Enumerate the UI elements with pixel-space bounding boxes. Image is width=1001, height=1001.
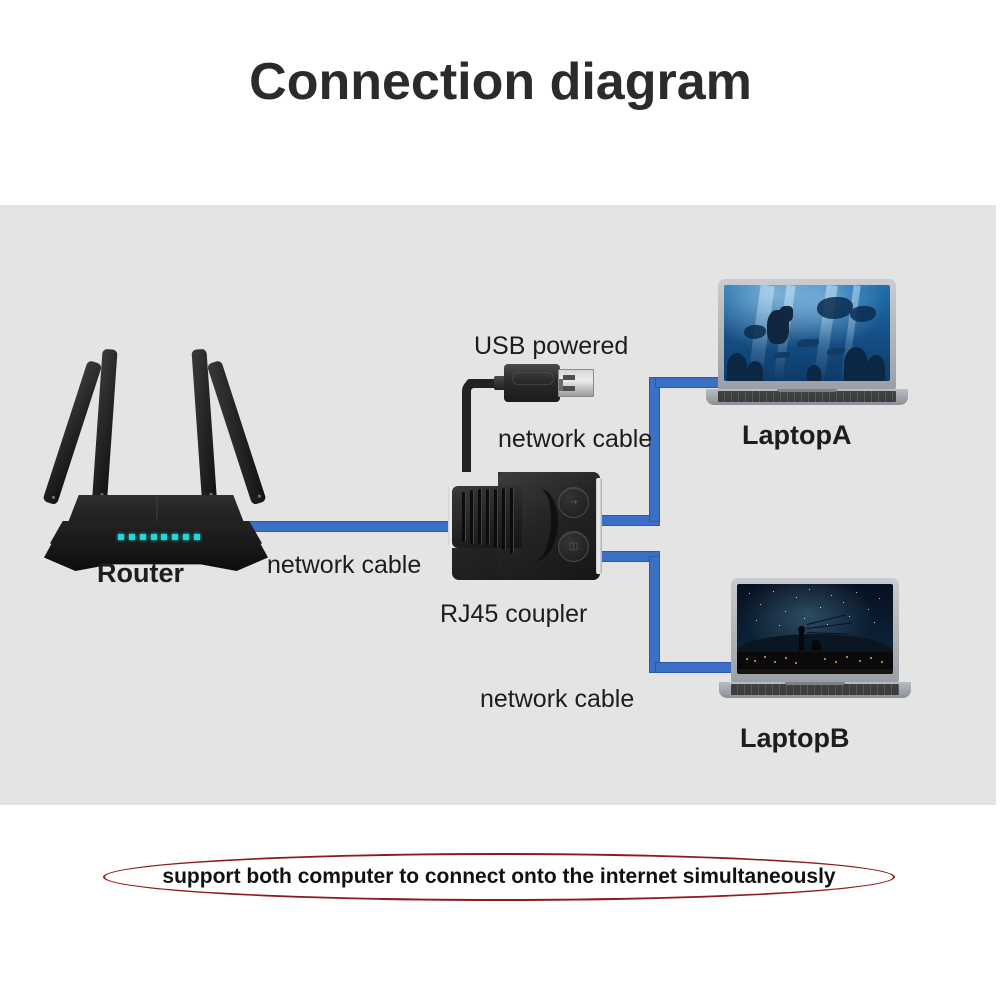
label-laptop-a: LaptopA [742,420,852,450]
label-usb-powered: USB powered [474,332,629,360]
usb-cable-ferrule [494,376,506,390]
coupler-left-port-metal [448,486,454,546]
laptop-a-wallpaper [724,285,890,381]
laptop-a-lid [718,279,896,389]
laptop-a-base [706,389,908,405]
page-title: Connection diagram [249,53,752,111]
laptop-b-lid [731,578,899,682]
laptop-b-base [719,682,911,698]
laptop-a-keyboard [718,391,896,402]
router-facet-line [156,495,158,539]
label-network-cable-bottom: network cable [480,685,635,713]
usb-cable-vertical [462,388,471,480]
cable-coupler-to-laptopb-segment2 [649,556,660,673]
usb-connector-shell [504,364,560,402]
coupler-port-top-icon: ➝ [558,487,589,518]
usb-cable-horizontal [466,379,516,388]
laptop-b-screen [737,584,893,674]
coupler-port-bottom-icon: ◫ [558,531,589,562]
laptop-b-keyboard [730,684,900,695]
laptop-b-wallpaper [737,584,893,674]
router-device [30,345,310,571]
caption-text: support both computer to connect onto th… [162,865,836,888]
label-laptop-b: LaptopB [740,723,850,753]
laptop-b-city [737,652,893,669]
cable-coupler-to-laptopa-segment3 [655,377,727,388]
rj45-coupler-device: ➝ ◫ [444,472,602,580]
laptop-a-device [706,279,908,405]
laptop-b-device [719,578,911,698]
usb-a-connector [494,364,594,402]
laptop-a-screen [724,285,890,381]
cable-coupler-to-laptopb-segment3 [655,662,733,673]
cable-coupler-to-laptopa-segment2 [649,377,660,522]
usb-metal-plug [558,369,594,397]
laptop-b-base-notch [785,682,845,685]
caption-banner: support both computer to connect onto th… [103,853,895,901]
label-network-cable-left: network cable [267,551,422,579]
label-router: Router [97,558,184,588]
laptop-a-base-notch [777,389,837,392]
label-rj45-coupler: RJ45 coupler [440,600,588,628]
label-network-cable-top: network cable [498,425,653,453]
coupler-right-port-metal [596,478,602,574]
router-led-strip [118,534,200,540]
usb-shell-highlight [512,372,554,385]
